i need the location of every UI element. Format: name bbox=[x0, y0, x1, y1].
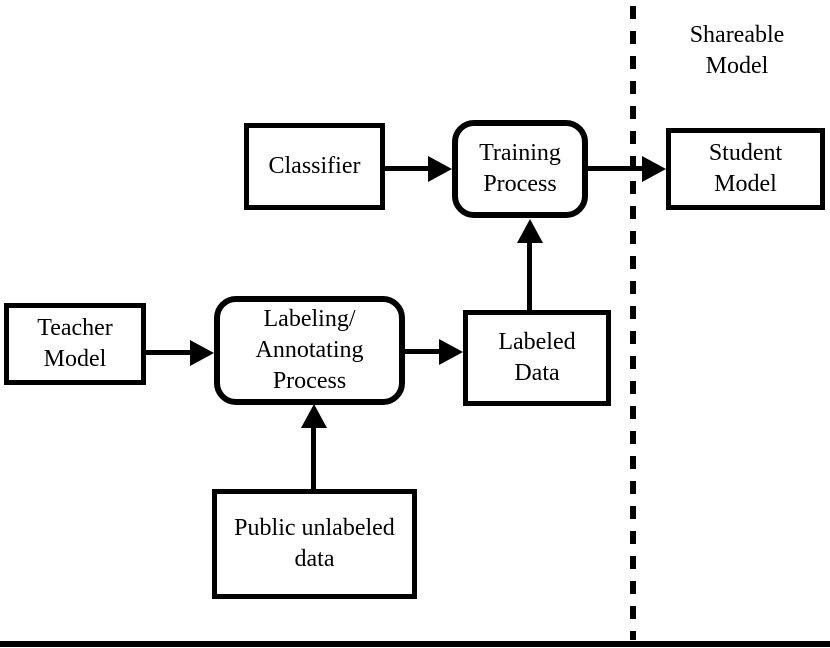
arrow-line bbox=[527, 241, 532, 311]
node-classifier: Classifier bbox=[244, 123, 385, 210]
node-labeled-data: Labeled Data bbox=[463, 310, 611, 406]
arrow-line bbox=[586, 166, 644, 171]
arrow-head-icon bbox=[301, 404, 327, 428]
arrow-line bbox=[384, 166, 430, 171]
node-training-process: Training Process bbox=[452, 120, 588, 218]
arrow-head-icon bbox=[439, 339, 463, 365]
arrow-line bbox=[311, 426, 316, 490]
arrow-head-icon bbox=[428, 156, 452, 182]
node-public-unlabeled-data: Public unlabeled data bbox=[212, 489, 417, 599]
arrow-head-icon bbox=[642, 156, 666, 182]
node-labeling-process-label: Labeling/ Annotating Process bbox=[255, 306, 364, 394]
shareable-model-label: Shareable Model bbox=[689, 22, 785, 80]
node-public-unlabeled-data-label: Public unlabeled data bbox=[234, 515, 395, 572]
arrow-line bbox=[404, 349, 441, 354]
arrow-head-icon bbox=[517, 219, 543, 243]
arrow-head-icon bbox=[190, 340, 214, 366]
shareable-boundary-dashed-line bbox=[630, 6, 636, 640]
node-teacher-model-label: Teacher Model bbox=[37, 315, 113, 372]
node-training-process-label: Training Process bbox=[479, 140, 561, 197]
node-student-model-label: Student Model bbox=[708, 140, 783, 197]
bottom-rule bbox=[0, 641, 830, 647]
node-classifier-label: Classifier bbox=[268, 153, 361, 180]
arrow-line bbox=[145, 350, 192, 355]
node-teacher-model: Teacher Model bbox=[4, 303, 146, 385]
node-labeling-process: Labeling/ Annotating Process bbox=[214, 296, 405, 405]
node-labeled-data-label: Labeled Data bbox=[498, 329, 576, 386]
node-student-model: Student Model bbox=[666, 128, 825, 210]
